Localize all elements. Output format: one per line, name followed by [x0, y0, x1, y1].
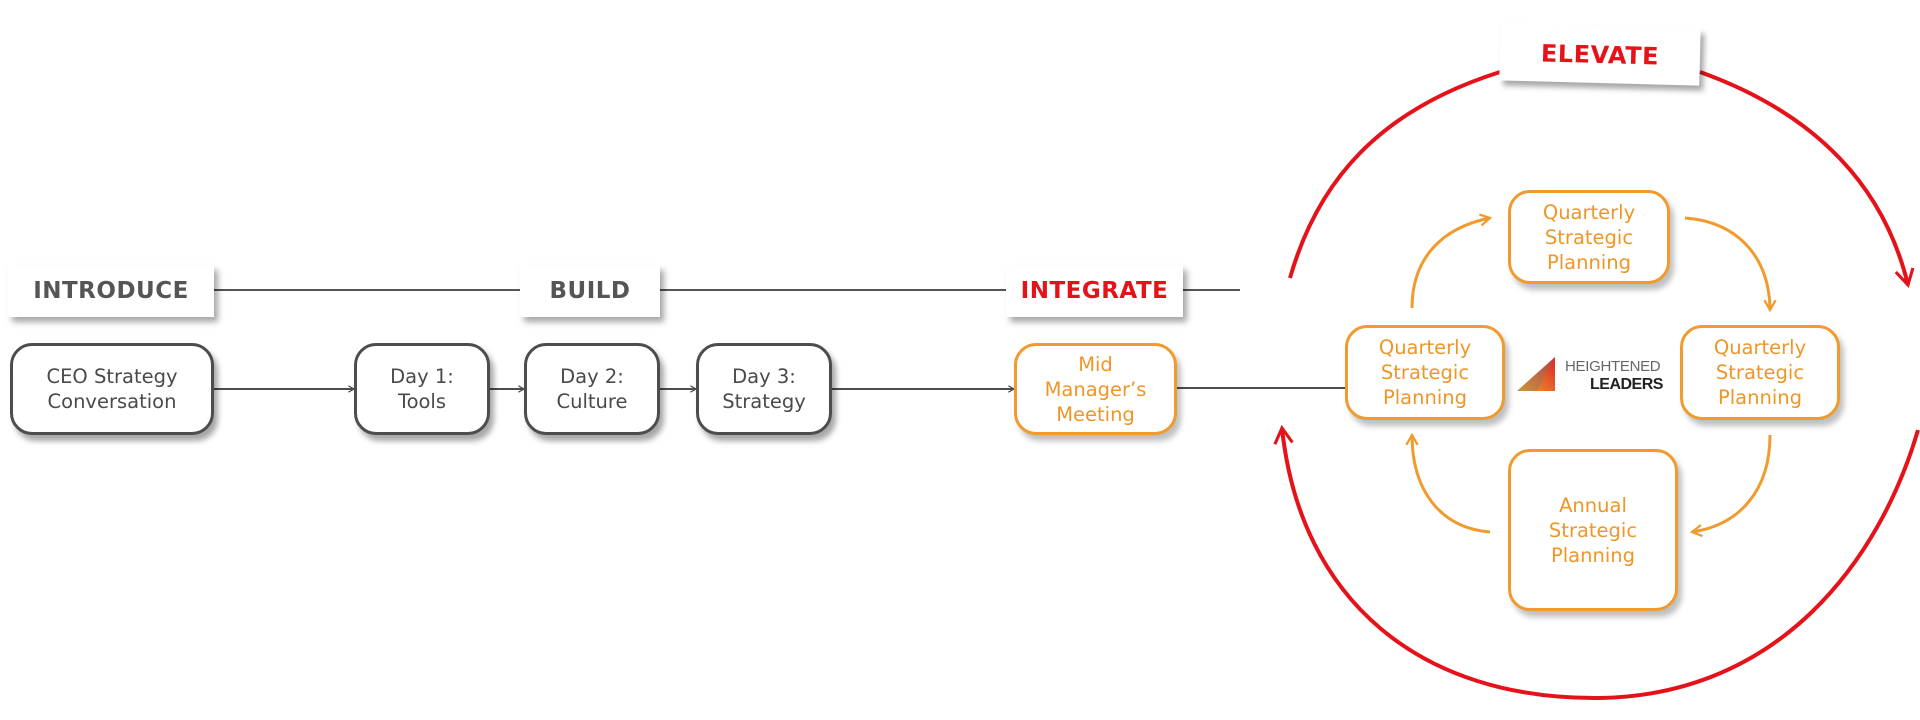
stage-label-elevate: ELEVATE	[1499, 23, 1701, 86]
node-mid-managers-meeting: Mid Manager’s Meeting	[1014, 343, 1177, 435]
orange-arrow-left-top	[1410, 213, 1493, 309]
node-quarterly-top: Quarterly Strategic Planning	[1508, 190, 1670, 284]
node-ceo-strategy-conversation: CEO Strategy Conversation	[10, 343, 214, 435]
node-day3-strategy: Day 3: Strategy	[696, 343, 832, 435]
orange-arrow-right-bottom	[1689, 434, 1772, 538]
logo-triangle-icon	[1517, 357, 1555, 391]
node-quarterly-right: Quarterly Strategic Planning	[1680, 325, 1840, 420]
logo-text-leaders: LEADERS	[1590, 376, 1663, 393]
stage-label-integrate: INTEGRATE	[1006, 265, 1183, 317]
orange-arrow-top-right	[1684, 216, 1777, 313]
heightened-leaders-logo: HEIGHTENED LEADERS	[1515, 355, 1675, 401]
node-annual-strategic-planning: Annual Strategic Planning	[1508, 449, 1678, 611]
orange-arrow-bottom-left	[1405, 432, 1491, 534]
red-arc-top-right	[1699, 70, 1915, 289]
stage-label-introduce: INTRODUCE	[8, 265, 214, 317]
node-day2-culture: Day 2: Culture	[524, 343, 660, 435]
node-day1-tools: Day 1: Tools	[354, 343, 490, 435]
node-quarterly-left: Quarterly Strategic Planning	[1345, 325, 1505, 420]
red-arc-bottom	[1273, 424, 1920, 701]
stage-label-build: BUILD	[520, 265, 660, 317]
logo-text-heightened: HEIGHTENED	[1565, 358, 1661, 375]
red-arc-top-left	[1288, 70, 1501, 279]
